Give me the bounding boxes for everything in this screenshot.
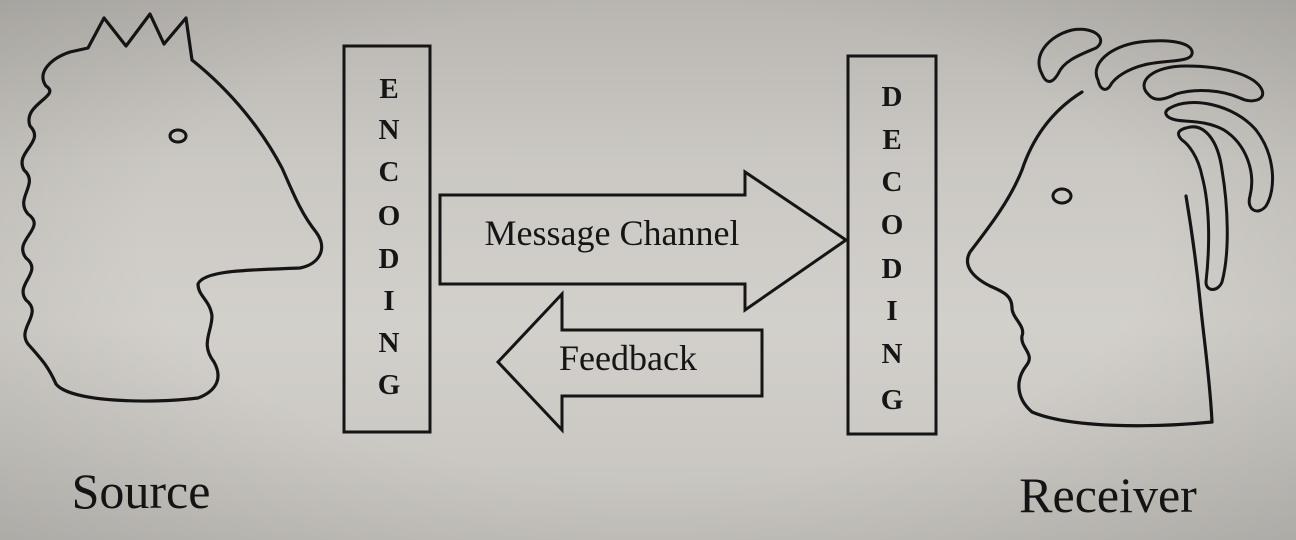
feedback-label: Feedback <box>559 338 697 378</box>
encoding-letters: E N C O D I N G <box>378 73 401 401</box>
decoding-letter: N <box>882 338 903 370</box>
receiver-hair-strand <box>1037 27 1103 83</box>
receiver-hair-strand <box>1177 125 1229 291</box>
decoding-letters: D E C O D I N G <box>881 81 904 416</box>
encoding-letter: N <box>379 114 400 146</box>
decoding-letter: E <box>882 124 901 156</box>
message-channel-arrow <box>438 169 849 313</box>
decoding-box <box>846 54 938 436</box>
decoding-letter: I <box>886 295 897 327</box>
decoding-letter: O <box>881 209 904 241</box>
decoding-letter: G <box>881 384 904 416</box>
encoding-letter: D <box>379 243 400 275</box>
encoding-letter: G <box>378 369 401 401</box>
encoding-letter: I <box>383 285 394 317</box>
encoding-box <box>342 44 432 434</box>
encoding-letter: O <box>378 200 401 232</box>
receiver-hair-strand <box>1094 39 1194 91</box>
decoding-letter: D <box>882 253 903 285</box>
decoding-letter: D <box>882 81 903 113</box>
receiver-hair-strand <box>1164 101 1275 213</box>
feedback-arrow <box>495 290 764 434</box>
receiver-head-outline <box>965 90 1214 428</box>
encoding-letter: C <box>379 156 400 188</box>
receiver-eye <box>1051 187 1073 205</box>
decoding-letter: C <box>882 166 903 198</box>
receiver-label: Receiver <box>1019 467 1197 523</box>
source-head-outline <box>20 12 324 403</box>
source-eye <box>168 128 188 144</box>
source-label: Source <box>72 463 211 519</box>
message-channel-label: Message Channel <box>485 213 740 253</box>
receiver-back-of-head <box>1184 194 1214 424</box>
encoding-letter: N <box>379 327 400 359</box>
encoding-letter: E <box>379 73 398 105</box>
receiver-hair-strand <box>1142 64 1265 103</box>
